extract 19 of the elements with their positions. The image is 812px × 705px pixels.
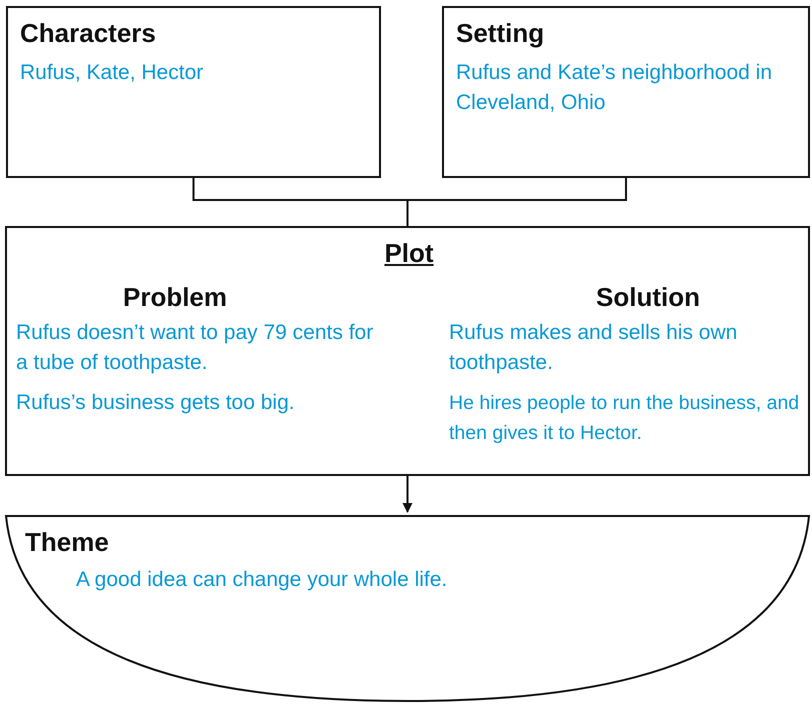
- theme-bowl: [5, 515, 810, 703]
- body-text: Rufus doesn’t want to pay 79 cents for a tube of toothpaste.: [16, 320, 374, 376]
- characters-box: [6, 6, 381, 178]
- body-text: Rufus, Kate, Hector: [20, 60, 204, 86]
- plot-box: [5, 226, 810, 476]
- connector-line: [406, 178, 627, 226]
- setting-box: [442, 6, 810, 178]
- body-text: A good idea can change your whole life.: [76, 567, 448, 593]
- heading: Problem: [122, 282, 228, 313]
- body-text: Rufus makes and sells his own toothpaste.: [449, 320, 738, 376]
- body-text: He hires people to run the business, and then gives it to Hector.: [449, 391, 800, 446]
- heading: Characters: [20, 18, 156, 49]
- body-text: Rufus’s business gets too big.: [16, 390, 296, 416]
- body-text: Rufus and Kate’s neighborhood in Cleveland, Ohio: [456, 60, 774, 116]
- heading: Plot: [384, 238, 434, 269]
- arrow: [402, 476, 412, 513]
- heading: Setting: [456, 18, 544, 49]
- heading: Solution: [596, 282, 700, 313]
- heading: Theme: [25, 527, 109, 558]
